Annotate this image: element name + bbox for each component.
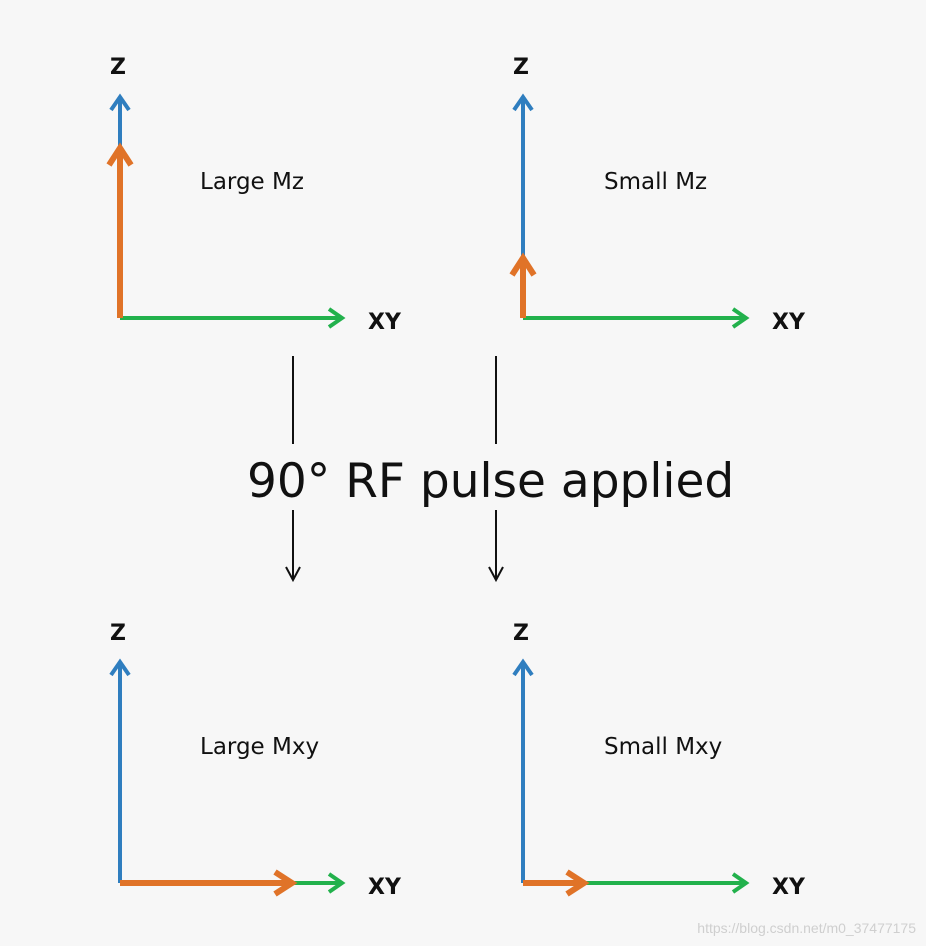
z-axis-arrow — [109, 658, 131, 883]
xy-axis-label: XY — [368, 310, 402, 335]
flow-arrow-right — [488, 356, 504, 583]
magnetization-vector-mz-small — [509, 252, 537, 318]
panel-label-small-mz: Small Mz — [604, 169, 707, 195]
panel-small-mz: Z XY Small Mz — [509, 55, 806, 335]
panel-large-mz: Z XY Large Mz — [106, 55, 402, 335]
rf-pulse-label: 90° RF pulse applied — [247, 454, 734, 509]
magnetization-vector-mxy-large — [120, 869, 298, 897]
magnetization-vector-mxy-small — [523, 869, 590, 897]
z-axis-label: Z — [110, 621, 126, 646]
xy-axis-label: XY — [368, 875, 402, 900]
panel-small-mxy: Z XY Small Mxy — [512, 621, 806, 900]
z-axis-label: Z — [110, 55, 126, 80]
z-axis-arrow — [512, 658, 534, 883]
z-axis-label: Z — [513, 621, 529, 646]
xy-axis-label: XY — [772, 310, 806, 335]
panel-label-large-mz: Large Mz — [200, 169, 304, 195]
z-axis-label: Z — [513, 55, 529, 80]
magnetization-vector-mz-large — [106, 142, 134, 318]
panel-large-mxy: Z XY Large Mxy — [109, 621, 402, 900]
panel-label-small-mxy: Small Mxy — [604, 734, 722, 760]
watermark: https://blog.csdn.net/m0_37477175 — [697, 920, 916, 936]
flow-arrow-left — [285, 356, 301, 583]
panel-label-large-mxy: Large Mxy — [200, 734, 319, 760]
xy-axis-arrow — [120, 307, 346, 329]
xy-axis-arrow — [523, 307, 750, 329]
xy-axis-label: XY — [772, 875, 806, 900]
